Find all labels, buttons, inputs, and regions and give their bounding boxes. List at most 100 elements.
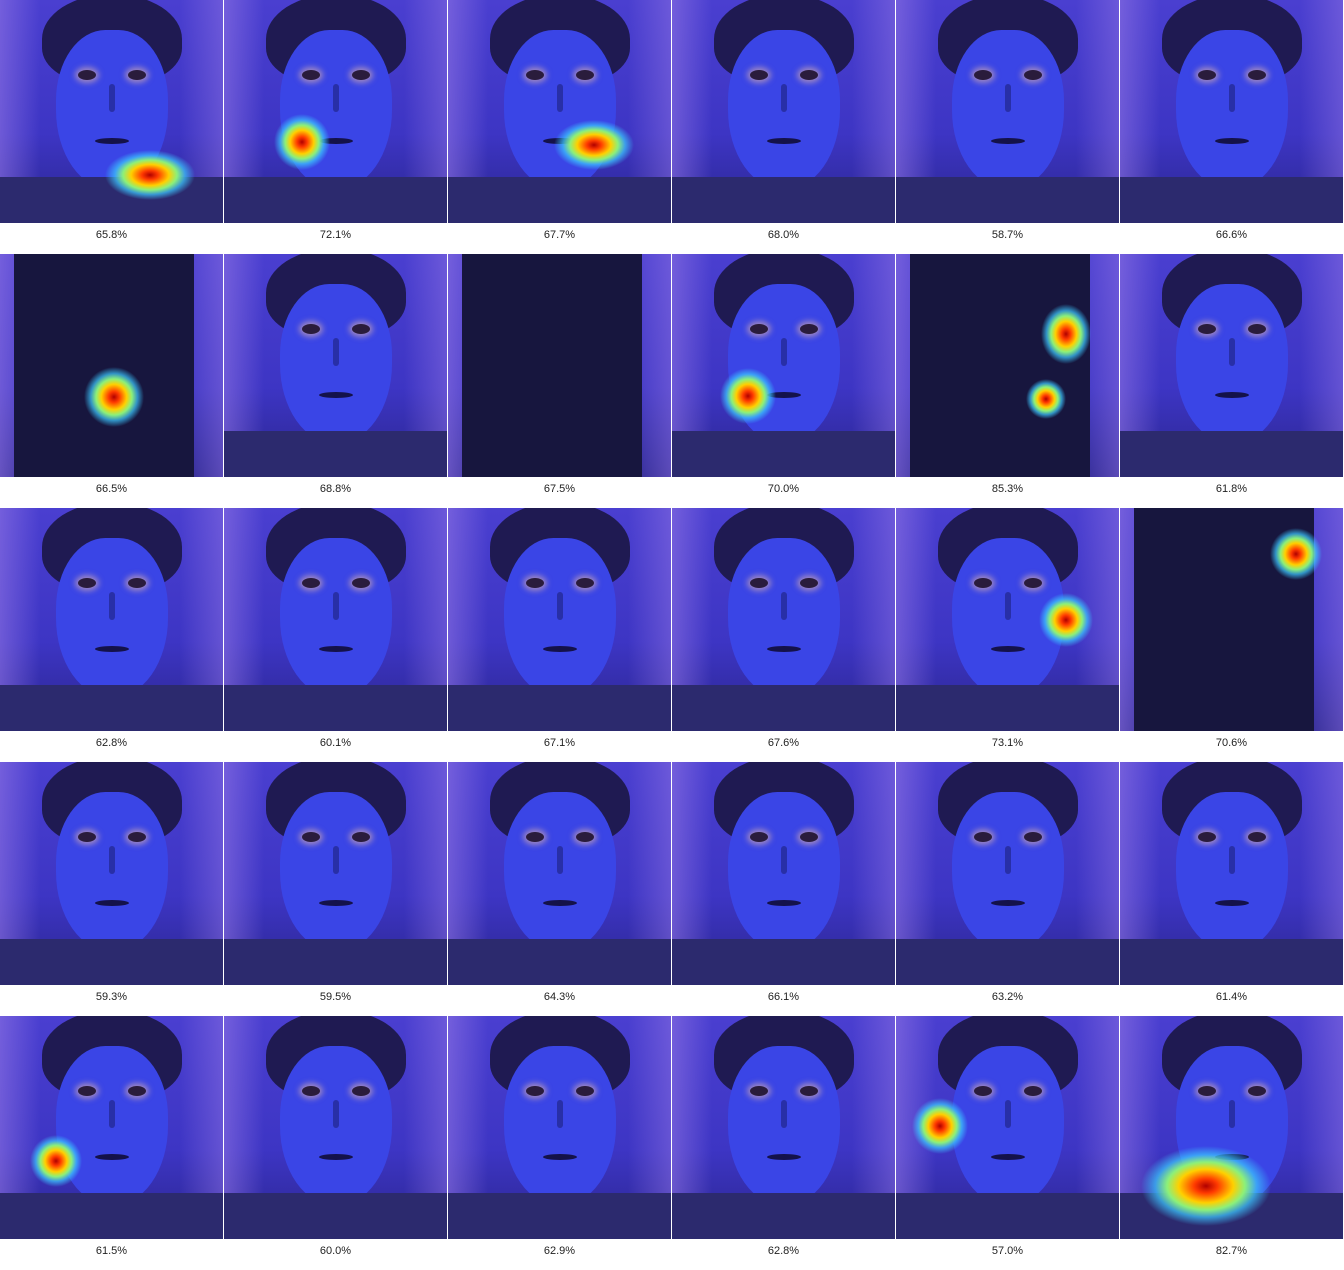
heatmap-frame xyxy=(1120,1016,1343,1239)
eye xyxy=(128,832,146,842)
grid-cell: 61.4% xyxy=(1120,762,1344,1016)
eye xyxy=(128,70,146,80)
face xyxy=(1176,284,1288,444)
face xyxy=(280,538,392,698)
eye xyxy=(576,1086,594,1096)
eye xyxy=(78,1086,96,1096)
nose xyxy=(333,846,339,874)
shirt xyxy=(1120,431,1343,477)
mouth xyxy=(1215,392,1249,398)
shirt xyxy=(1120,1193,1343,1239)
shirt xyxy=(448,1193,671,1239)
grid-cell: 60.0% xyxy=(224,1016,448,1270)
torso xyxy=(462,254,642,477)
face xyxy=(56,538,168,698)
eye xyxy=(1198,1086,1216,1096)
shirt xyxy=(448,939,671,985)
nose xyxy=(109,84,115,112)
eye xyxy=(974,832,992,842)
heatmap-frame xyxy=(0,0,223,223)
heatmap-frame xyxy=(0,508,223,731)
confidence-label: 66.1% xyxy=(767,991,800,1003)
heatmap-frame xyxy=(896,254,1119,477)
eye xyxy=(78,70,96,80)
nose xyxy=(333,592,339,620)
eye xyxy=(352,70,370,80)
mouth xyxy=(767,646,801,652)
nose xyxy=(1229,846,1235,874)
shirt xyxy=(896,939,1119,985)
heatmap-frame xyxy=(896,508,1119,731)
grid-cell: 59.3% xyxy=(0,762,224,1016)
grid-cell: 85.3% xyxy=(896,254,1120,508)
heatmap-frame xyxy=(672,762,895,985)
grid-cell: 66.5% xyxy=(0,254,224,508)
confidence-label: 66.6% xyxy=(1215,229,1248,241)
grid-cell: 62.8% xyxy=(672,1016,896,1270)
shirt xyxy=(672,685,895,731)
face xyxy=(280,284,392,444)
eye xyxy=(526,578,544,588)
heatmap-frame xyxy=(448,762,671,985)
heatmap-frame xyxy=(0,254,223,477)
confidence-label: 62.8% xyxy=(767,1245,800,1257)
shirt xyxy=(896,177,1119,223)
heatmap-frame xyxy=(224,1016,447,1239)
nose xyxy=(557,84,563,112)
confidence-label: 67.5% xyxy=(543,483,576,495)
nose xyxy=(781,338,787,366)
shirt xyxy=(896,1193,1119,1239)
confidence-label: 67.6% xyxy=(767,737,800,749)
shirt xyxy=(1120,939,1343,985)
grid-cell: 70.6% xyxy=(1120,508,1344,762)
mouth xyxy=(991,900,1025,906)
grid-cell: 68.8% xyxy=(224,254,448,508)
eye xyxy=(526,1086,544,1096)
mouth xyxy=(95,1154,129,1160)
nose xyxy=(781,846,787,874)
face xyxy=(504,538,616,698)
grid-cell: 65.8% xyxy=(0,0,224,254)
mouth xyxy=(319,138,353,144)
grid-cell: 58.7% xyxy=(896,0,1120,254)
eye xyxy=(352,324,370,334)
eye xyxy=(302,70,320,80)
shirt xyxy=(896,685,1119,731)
heatmap-frame xyxy=(896,1016,1119,1239)
face xyxy=(504,1046,616,1206)
heatmap-frame xyxy=(672,1016,895,1239)
heatmap-frame xyxy=(224,762,447,985)
nose xyxy=(1005,592,1011,620)
shirt xyxy=(0,939,223,985)
eye xyxy=(1024,1086,1042,1096)
eye xyxy=(750,1086,768,1096)
nose xyxy=(1229,1100,1235,1128)
heatmap-frame xyxy=(0,1016,223,1239)
mouth xyxy=(543,900,577,906)
mouth xyxy=(95,900,129,906)
eye xyxy=(750,70,768,80)
confidence-label: 63.2% xyxy=(991,991,1024,1003)
nose xyxy=(557,1100,563,1128)
grid-cell: 67.6% xyxy=(672,508,896,762)
mouth xyxy=(991,138,1025,144)
heatmap-frame xyxy=(1120,508,1343,731)
mouth xyxy=(319,646,353,652)
confidence-label: 60.0% xyxy=(319,1245,352,1257)
face xyxy=(952,30,1064,190)
eye xyxy=(352,578,370,588)
heatmap-frame xyxy=(448,1016,671,1239)
confidence-label: 61.5% xyxy=(95,1245,128,1257)
confidence-label: 70.6% xyxy=(1215,737,1248,749)
eye xyxy=(750,324,768,334)
mouth xyxy=(543,138,577,144)
mouth xyxy=(95,138,129,144)
face xyxy=(280,1046,392,1206)
eye xyxy=(800,324,818,334)
eye xyxy=(302,324,320,334)
eye xyxy=(800,832,818,842)
shirt xyxy=(224,939,447,985)
eye xyxy=(1024,70,1042,80)
confidence-label: 72.1% xyxy=(319,229,352,241)
